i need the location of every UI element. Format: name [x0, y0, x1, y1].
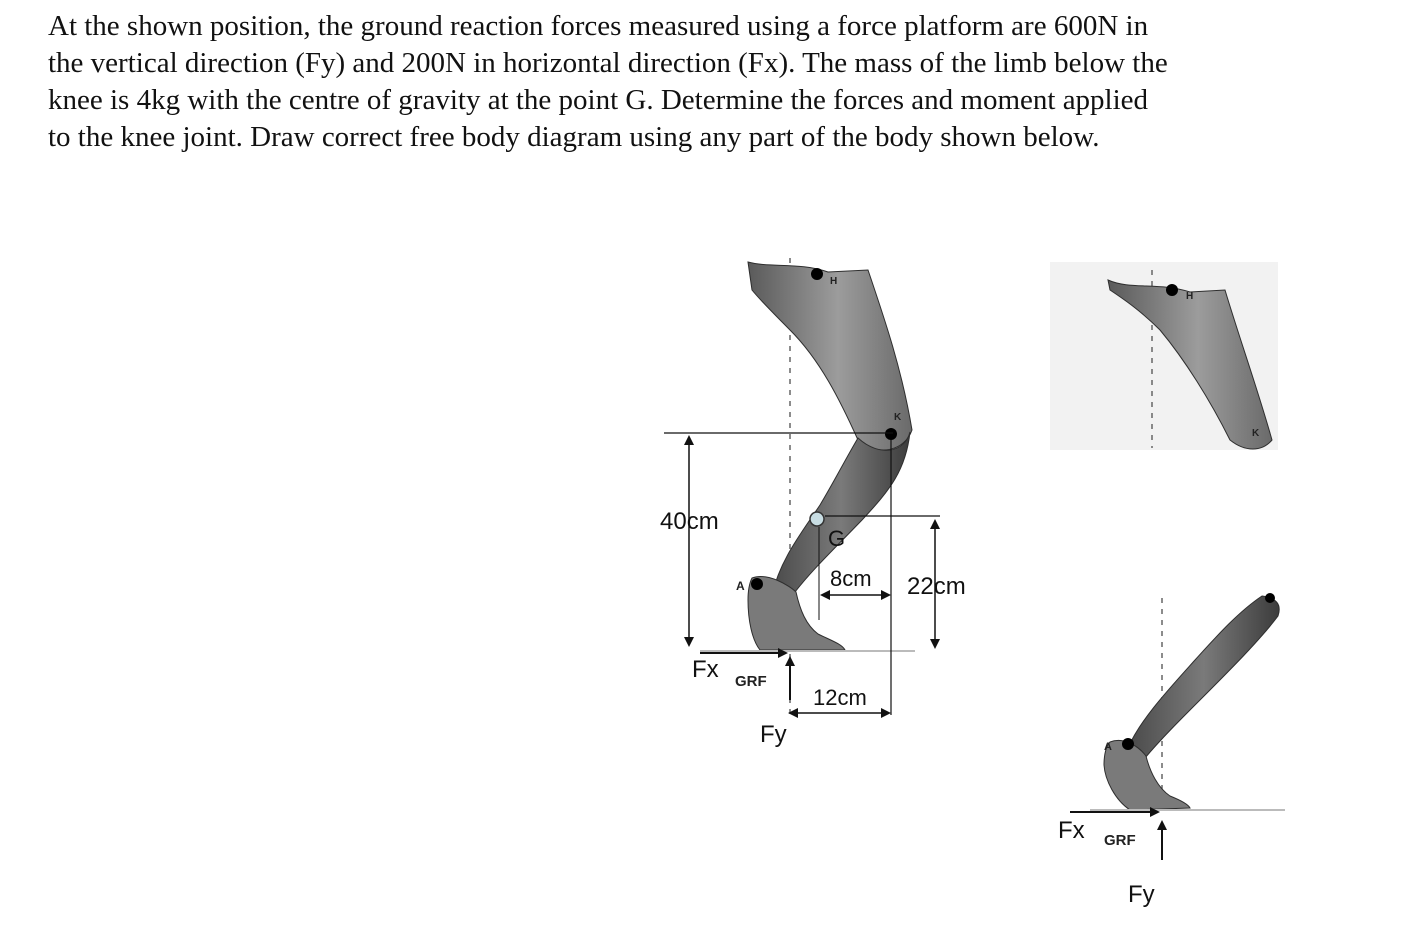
shank-ankle-label: A [1104, 741, 1112, 753]
problem-line-1: At the shown position, the ground reacti… [48, 10, 1149, 42]
thigh-shape [1107, 279, 1273, 450]
main-cog-point [809, 511, 825, 527]
thigh-knee-label: K [1252, 428, 1260, 439]
main-thigh-shape [747, 261, 913, 451]
main-ankle-label: A [736, 579, 745, 593]
main-dim-8-label: 8cm [830, 566, 872, 591]
problem-line-3: knee is 4kg with the centre of gravity a… [48, 84, 1149, 116]
main-dim-12-label: 12cm [813, 685, 867, 710]
main-fy-label: Fy [760, 721, 787, 748]
main-leg-figure: H K A G 40cm 8cm 22cm 12cm Fx GRF Fy [660, 258, 966, 748]
main-dim-40-label: 40cm [660, 508, 719, 535]
shank-knee-point [1265, 593, 1275, 603]
main-ankle-point [751, 578, 763, 590]
main-hip-label: H [830, 276, 837, 287]
main-knee-point [885, 428, 897, 440]
shank-foot-shape [1103, 740, 1191, 811]
main-dim-22-label: 22cm [907, 573, 966, 600]
main-hip-point [811, 268, 823, 280]
thigh-hip-point [1166, 284, 1178, 296]
shank-fy-label: Fy [1128, 881, 1155, 908]
thigh-hip-label: H [1186, 291, 1193, 302]
problem-statement: At the shown position, the ground reacti… [48, 8, 1308, 156]
thigh-figure: H K [1050, 262, 1278, 450]
main-knee-label: K [894, 412, 902, 423]
problem-line-2: the vertical direction (Fy) and 200N in … [48, 47, 1168, 79]
shank-grf-label: GRF [1104, 832, 1136, 849]
shank-fx-label: Fx [1058, 817, 1085, 844]
shank-figure: A Fx GRF Fy [1058, 593, 1285, 908]
main-cog-label: G [828, 526, 845, 551]
main-foot-shape [747, 576, 846, 651]
main-fx-label: Fx [692, 656, 719, 683]
problem-line-4: to the knee joint. Draw correct free bod… [48, 121, 1100, 153]
shank-shape [1127, 595, 1280, 760]
main-grf-label: GRF [735, 673, 767, 690]
shank-ankle-point [1122, 738, 1134, 750]
